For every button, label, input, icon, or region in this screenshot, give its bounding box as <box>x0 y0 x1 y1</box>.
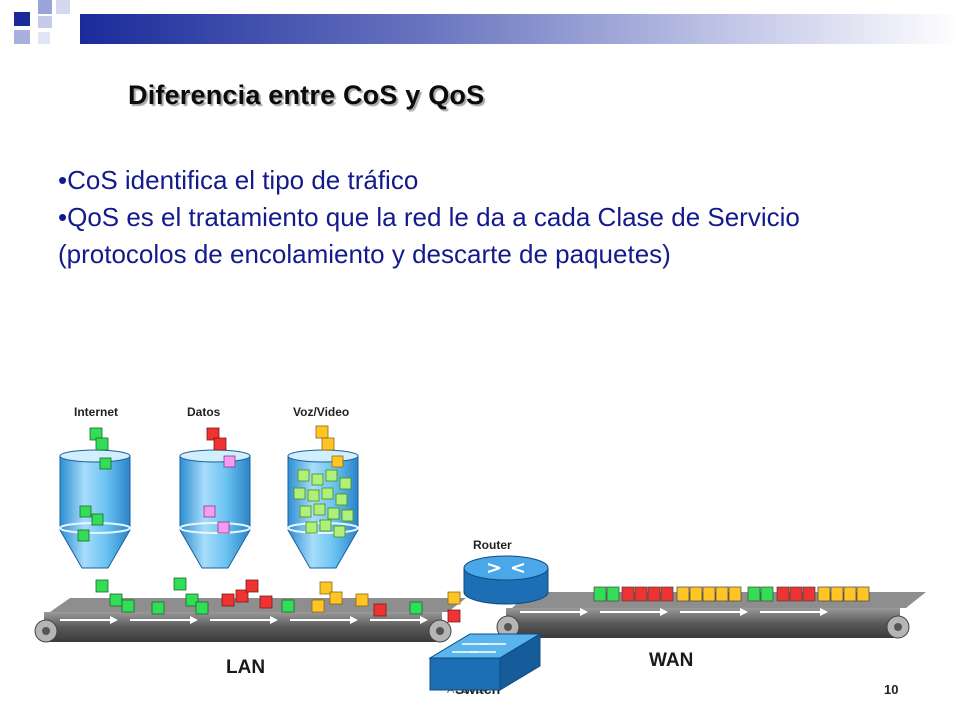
packets-datos <box>206 427 461 623</box>
bullet-cos: •CoS identifica el tipo de tráfico <box>58 165 419 195</box>
lan-label: LAN <box>226 657 266 678</box>
wan-label: WAN <box>649 650 694 671</box>
switch-label: Switch <box>455 681 501 697</box>
router-label: Router <box>473 538 512 552</box>
queue-tank-internet <box>59 449 131 569</box>
bullet-qos: •QoS es el tratamiento que la red le da … <box>58 202 800 269</box>
queue-tank-voz-video <box>287 449 359 569</box>
lan-conveyor <box>34 598 466 643</box>
header-bar <box>80 14 960 44</box>
packets-voz-video-green <box>293 469 354 538</box>
wan-conveyor <box>496 592 926 639</box>
wan-packet-stream <box>593 586 870 602</box>
queue-label-voz-video: Voz/Video <box>293 405 350 419</box>
slide-title: Diferencia entre CoS y QoS <box>128 80 485 110</box>
queue-tank-datos <box>179 449 251 569</box>
corner-decoration <box>0 0 80 60</box>
packets-voz-video <box>311 425 461 613</box>
queue-label-internet: Internet <box>74 405 119 419</box>
router-icon <box>463 555 549 605</box>
packets-datos-pink <box>203 455 236 534</box>
bullet-list: •CoS identifica el tipo de tráfico •QoS … <box>58 162 858 273</box>
page-number: 10 <box>884 682 899 697</box>
queue-label-datos: Datos <box>187 405 221 419</box>
packets-internet <box>77 427 423 615</box>
